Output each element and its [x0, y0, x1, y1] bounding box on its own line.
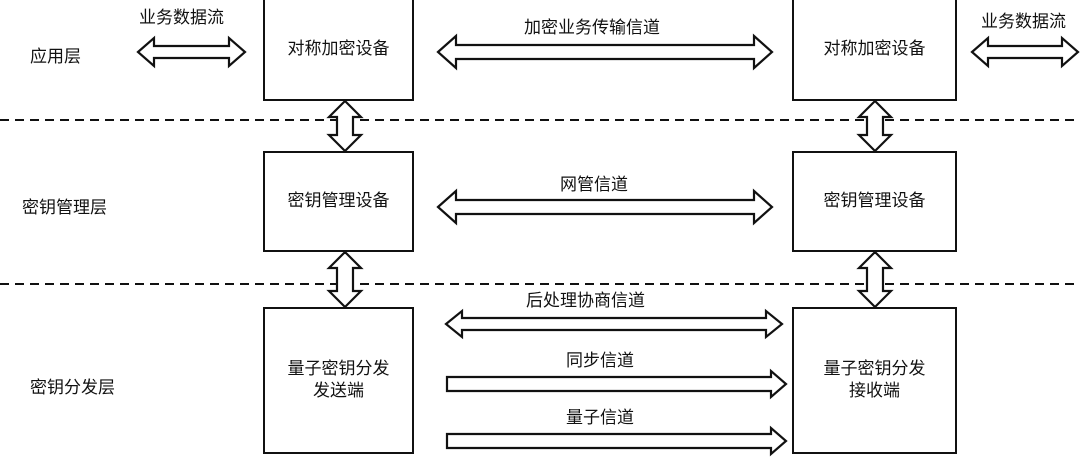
node-label-line-2: 发送端 [313, 380, 364, 401]
right-mgmt-qkd-link-arrow [856, 250, 894, 309]
left-business-flow-arrow [136, 35, 247, 69]
network-mgmt-channel-arrow [436, 188, 774, 226]
qkd-receiver: 量子密钥分发 接收端 [792, 307, 957, 454]
left-symmetric-encryption-device: 对称加密设备 [263, 0, 414, 101]
node-label-line-1: 量子密钥分发 [287, 359, 390, 380]
edge-label-post-processing-channel: 后处理协商信道 [526, 291, 645, 311]
node-label: 对称加密设备 [823, 38, 926, 59]
qkd-sender: 量子密钥分发 发送端 [263, 307, 414, 454]
layer-label-key-distribution: 密钥分发层 [30, 378, 115, 398]
edge-label-quantum-channel: 量子信道 [566, 408, 634, 428]
right-key-management-device: 密钥管理设备 [792, 151, 957, 252]
quantum-channel-arrow [445, 425, 788, 457]
encrypted-channel-arrow [436, 33, 774, 71]
left-key-management-device: 密钥管理设备 [263, 151, 414, 252]
node-label: 密钥管理设备 [287, 190, 390, 211]
edge-label-right-business-flow: 业务数据流 [981, 12, 1066, 32]
right-enc-mgmt-link-arrow [856, 99, 894, 153]
post-processing-channel-arrow [444, 308, 784, 340]
edge-label-left-business-flow: 业务数据流 [139, 8, 224, 28]
node-label: 密钥管理设备 [823, 190, 926, 211]
left-enc-mgmt-link-arrow [326, 99, 364, 153]
edge-label-network-mgmt-channel: 网管信道 [560, 175, 628, 195]
node-label: 对称加密设备 [287, 38, 390, 59]
layer-label-application: 应用层 [30, 47, 81, 67]
right-symmetric-encryption-device: 对称加密设备 [792, 0, 957, 101]
left-mgmt-qkd-link-arrow [326, 250, 364, 309]
right-business-flow-arrow [970, 35, 1080, 69]
node-label-line-2: 接收端 [849, 380, 900, 401]
layer-label-key-management: 密钥管理层 [22, 198, 107, 218]
edge-label-sync-channel: 同步信道 [566, 351, 634, 371]
edge-label-encrypted-channel: 加密业务传输信道 [524, 18, 660, 38]
sync-channel-arrow [445, 368, 788, 400]
node-label-line-1: 量子密钥分发 [823, 359, 926, 380]
